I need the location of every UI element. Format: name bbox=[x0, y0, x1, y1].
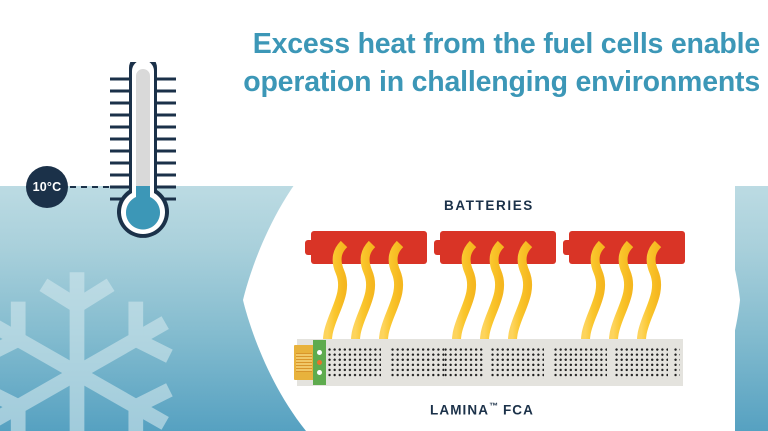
vent-block-7 bbox=[673, 347, 680, 379]
trademark-symbol: ™ bbox=[489, 401, 499, 411]
vent-block-6 bbox=[614, 347, 668, 379]
battery-1 bbox=[305, 231, 427, 264]
vent-block-5 bbox=[553, 347, 607, 379]
vent-block-4 bbox=[490, 347, 544, 379]
lamina-label-name: LAMINA bbox=[430, 402, 490, 418]
temperature-leader-line bbox=[70, 186, 120, 188]
capsule-right-cap bbox=[660, 150, 740, 431]
battery-3 bbox=[563, 231, 685, 264]
page-title: Excess heat from the fuel cells enable o… bbox=[150, 26, 760, 101]
stack-green-panel bbox=[313, 340, 326, 385]
stack-gold-connector bbox=[294, 345, 314, 380]
vent-block-2 bbox=[390, 347, 444, 379]
battery-2 bbox=[434, 231, 556, 264]
status-led-3 bbox=[317, 370, 322, 375]
thermometer-icon bbox=[110, 62, 176, 238]
page-title-line-1: Excess heat from the fuel cells enable bbox=[252, 28, 760, 60]
temperature-badge: 10°C bbox=[26, 166, 68, 208]
vent-block-1 bbox=[327, 347, 381, 379]
lamina-label: LAMINA™ FCA bbox=[430, 401, 534, 418]
status-led-2 bbox=[317, 360, 322, 365]
status-led-1 bbox=[317, 350, 322, 355]
lamina-label-suffix: FCA bbox=[498, 402, 534, 418]
batteries-label: BATTERIES bbox=[444, 198, 534, 213]
page-title-line-2: operation in challenging environments bbox=[243, 65, 760, 98]
snowflake-icon bbox=[0, 272, 173, 431]
connector-pins bbox=[296, 353, 312, 372]
vent-block-3 bbox=[443, 347, 484, 379]
